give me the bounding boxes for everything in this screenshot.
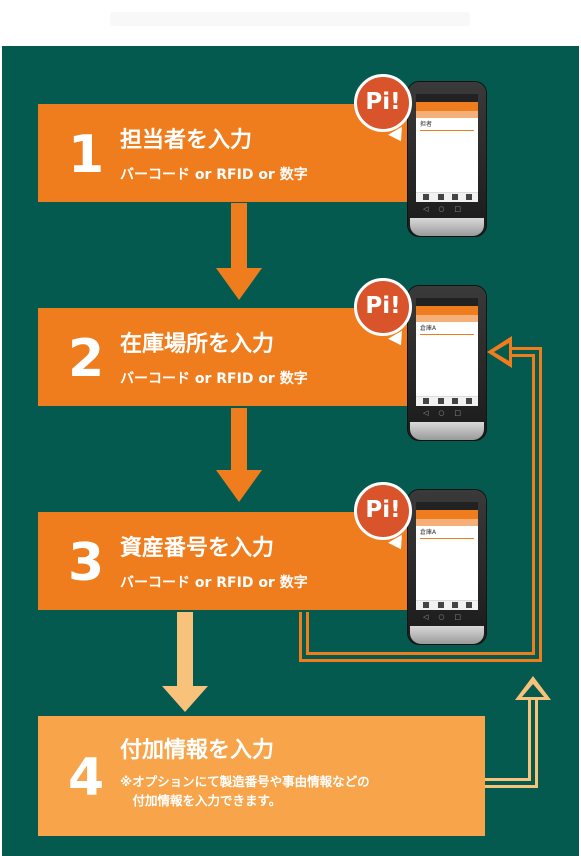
arrow-2-to-3-head [216, 470, 262, 502]
loop-3-to-2-inner [302, 350, 539, 659]
loop-4-arrow-head-inner [522, 684, 544, 697]
step-3-box: 3 資産番号を入力 バーコード or RFID or 数字 [38, 512, 414, 610]
speech-bubble-icon: Pi! [354, 278, 412, 336]
step-1-title: 担当者を入力 [120, 128, 253, 153]
step-2-box: 2 在庫場所を入力 バーコード or RFID or 数字 [38, 308, 414, 406]
arrow-1-to-2-shaft [231, 203, 247, 268]
loop-arrow-head-inner [494, 343, 509, 361]
step-3-number: 3 [68, 533, 105, 593]
step-4-number: 4 [68, 748, 105, 808]
step-2-subtitle: バーコード or RFID or 数字 [120, 371, 308, 387]
phone-3-field-text: 倉庫A [420, 529, 437, 536]
step-4-title: 付加情報を入力 [120, 738, 275, 763]
arrow-3-to-4-shaft [177, 612, 193, 686]
step-1-number: 1 [68, 125, 105, 185]
step-3-subtitle: バーコード or RFID or 数字 [120, 575, 308, 591]
smartphone-icon: 倉庫A ◁○□ [408, 286, 486, 440]
speech-bubble-icon: Pi! [354, 74, 412, 132]
loop-4-to-3-inner [485, 700, 535, 785]
phone-1-field-text: 担者 [420, 121, 433, 128]
smartphone-icon: 担者 ◁○□ [408, 82, 486, 236]
step-1-box: 1 担当者を入力 バーコード or RFID or 数字 [38, 104, 414, 202]
faded-header-text [110, 12, 470, 26]
step-2-title: 在庫場所を入力 [120, 332, 275, 357]
step-3-title: 資産番号を入力 [120, 536, 275, 561]
step-2-number: 2 [68, 329, 105, 389]
arrow-3-to-4-head [162, 686, 208, 712]
phone-2-field-text: 倉庫A [420, 325, 437, 332]
step-1-subtitle: バーコード or RFID or 数字 [120, 167, 308, 183]
step-4-box: 4 付加情報を入力 ※オプションにて製造番号や事由情報などの 付加情報を入力でき… [38, 716, 485, 836]
loop-4-to-3 [485, 700, 538, 788]
arrow-2-to-3-shaft [231, 408, 247, 470]
arrow-1-to-2-head [216, 268, 262, 300]
step-4-note: ※オプションにて製造番号や事由情報などの 付加情報を入力できます。 [120, 774, 370, 808]
speech-bubble-icon: Pi! [354, 482, 412, 540]
smartphone-icon: 倉庫A ◁○□ [408, 490, 486, 644]
